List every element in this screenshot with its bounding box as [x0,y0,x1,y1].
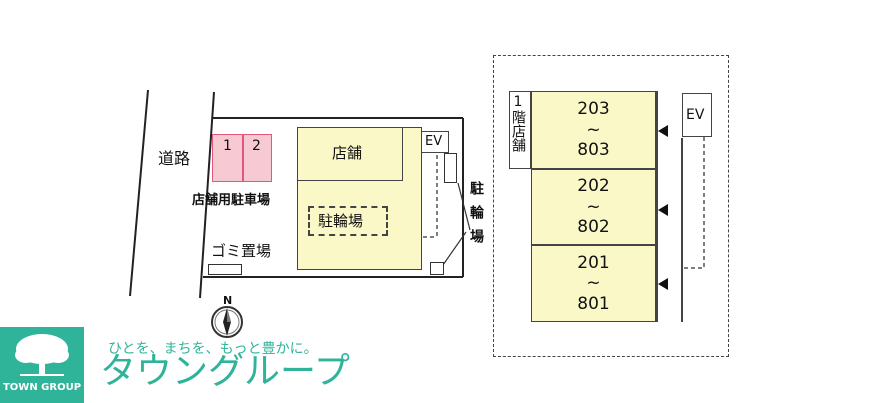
bicycle-parking-area: 駐輪場 [308,206,388,236]
unit-range-sep: ~ [586,273,601,294]
side-bike-rack-top [444,153,457,183]
ev-label: EV [425,134,443,149]
unit-top-number: 203 [577,99,610,120]
first-floor-store-label: 1階店舗 [510,94,526,152]
logo-caption: TOWN GROUP [2,382,82,393]
store-parking-area: 1 2 [212,134,272,182]
tree-icon [15,334,69,376]
garbage-box [208,264,242,275]
road-label: 道路 [158,149,191,168]
unit-range-sep: ~ [586,196,601,217]
ev-box: EV [421,131,449,153]
floor-ev-label: EV [686,107,705,123]
town-group-logo: TOWN GROUP [0,327,84,403]
floor-ev-box: EV [682,93,712,137]
unit-block-201-801: 201 ~ 801 [531,245,656,322]
unit-bottom-number: 802 [577,217,610,238]
compass-icon [211,306,243,338]
parking-spot-1: 1 [223,138,232,154]
parking-divider [242,135,244,181]
side-bike-parking-label: 駐輪場 [468,181,484,253]
arrow-icon [658,278,668,290]
corridor-inner-line [656,91,658,322]
unit-top-number: 201 [577,252,610,273]
arrow-icon [658,204,668,216]
entrance-arrows [658,125,668,290]
store-area: 店舗 [297,127,403,181]
arrow-icon [658,125,668,137]
first-floor-store-box: 1階店舗 [509,91,531,169]
unit-bottom-number: 803 [577,140,610,161]
north-label: N [223,294,233,307]
ev-dotted-path [684,137,705,269]
corridor-line [681,138,683,322]
store-label: 店舗 [332,144,363,162]
unit-bottom-number: 801 [577,293,610,314]
store-parking-label: 店舗用駐車場 [192,193,271,208]
unit-block-203-803: 203 ~ 803 [531,91,656,169]
bicycle-parking-label: 駐輪場 [318,212,364,230]
unit-top-number: 202 [577,176,610,197]
company-name: タウングループ [100,351,350,392]
unit-range-sep: ~ [586,119,601,140]
garbage-label: ゴミ置場 [211,242,272,260]
tagline: ひとを、まちを、もっと豊かに。 [108,341,318,357]
unit-block-202-802: 202 ~ 802 [531,169,656,245]
floor-plan-frame [493,55,729,357]
side-bike-rack-bottom [430,262,444,275]
parking-spot-2: 2 [252,138,261,154]
